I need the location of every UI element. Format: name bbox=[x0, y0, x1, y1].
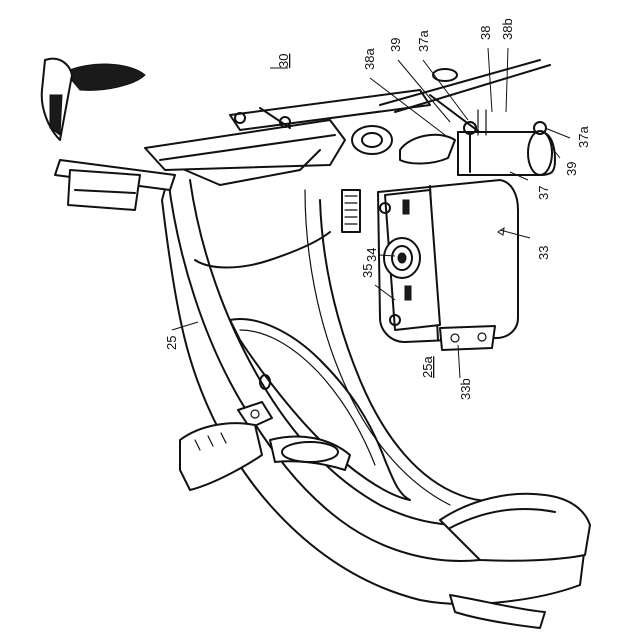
label-35: 35 bbox=[360, 264, 375, 278]
label-34: 34 bbox=[364, 248, 379, 262]
label-30: 30 bbox=[276, 54, 291, 68]
label-39-right: 39 bbox=[564, 162, 579, 176]
label-33b: 33b bbox=[458, 378, 473, 400]
label-25a: 25a bbox=[420, 356, 435, 378]
label-39-top: 39 bbox=[388, 38, 403, 52]
label-37a-top: 37a bbox=[416, 30, 431, 52]
label-38: 38 bbox=[478, 26, 493, 40]
label-33: 33 bbox=[536, 246, 551, 260]
label-37: 37 bbox=[536, 186, 551, 200]
fender-body bbox=[162, 178, 590, 628]
label-38a: 38a bbox=[362, 48, 377, 70]
label-25: 25 bbox=[164, 336, 179, 350]
label-37a-right: 37a bbox=[576, 126, 591, 148]
label-38b: 38b bbox=[500, 18, 515, 40]
